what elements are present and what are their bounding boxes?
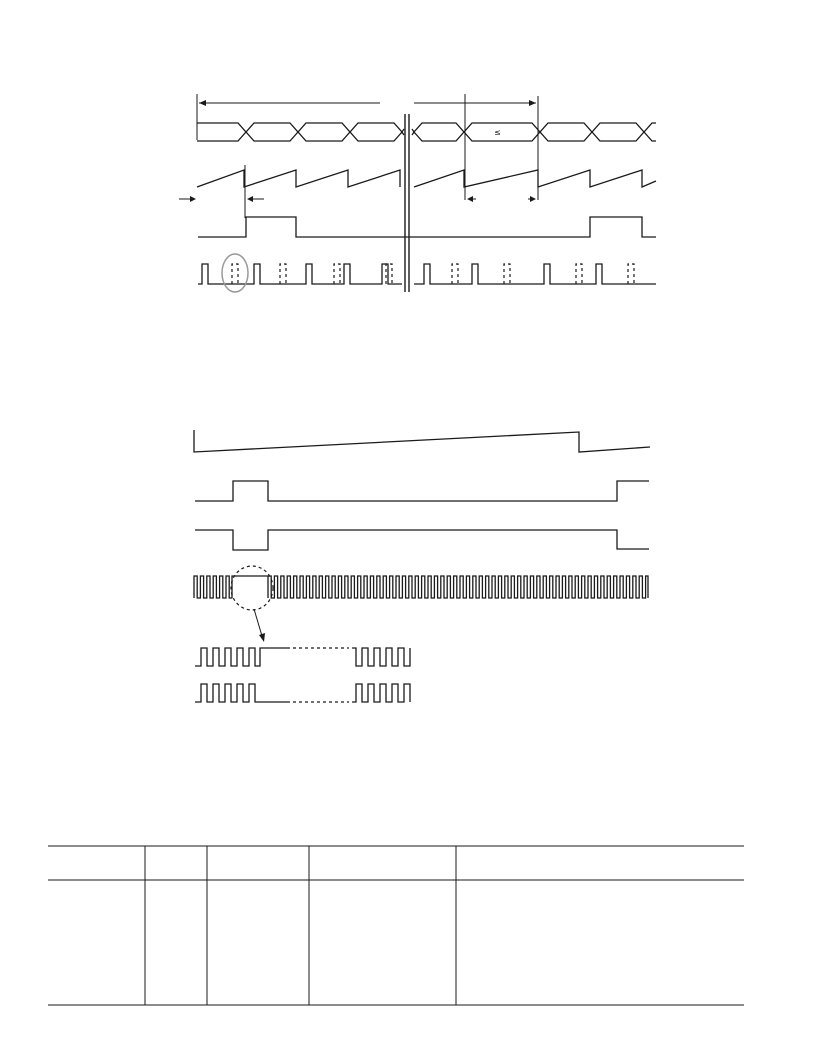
dashed-pulse-4: [385, 263, 393, 284]
highlight-circle: [221, 253, 249, 293]
arrowhead-right: [529, 100, 536, 106]
time-break-marker: [404, 114, 410, 292]
bus-data-row: ≤: [197, 122, 656, 142]
bus-eye-lower: [197, 130, 656, 142]
dashed-pulse-6: [503, 263, 511, 284]
arrow-in-left-head: [190, 196, 196, 202]
bus-eye-upper: [197, 122, 656, 134]
clock-pulse-train: [198, 263, 656, 285]
dashed-pulse-8: [627, 263, 635, 284]
ramp-timing-arrows: [179, 196, 536, 202]
clock-dashed-pulses: [231, 263, 635, 284]
long-ramp: [193, 430, 651, 453]
zoom-arrow-head: [259, 633, 265, 642]
arrow-in-right-head: [247, 196, 253, 202]
period-dimension-lines: [196, 94, 539, 218]
dashed-pulse-7: [575, 263, 583, 284]
zoomed-clock-b: [195, 683, 411, 703]
dashed-pulse-3: [333, 263, 341, 284]
positive-pulse: [195, 480, 649, 502]
dashed-pulse-1: [231, 263, 239, 284]
pin-table: [48, 845, 744, 1006]
arrow-span-right-head: [530, 196, 536, 202]
middle-timing-diagram: [193, 430, 651, 703]
zoom-ellipse: [230, 565, 274, 611]
bus-marker-glyph: ≤: [494, 128, 501, 137]
dashed-pulse-5: [451, 263, 459, 284]
top-timing-diagram: ≤: [179, 94, 657, 293]
strobe-pulse: [198, 216, 656, 238]
dense-clock-train: [193, 575, 649, 599]
dashed-pulse-2: [279, 263, 287, 284]
arrow-span-left-head: [467, 196, 473, 202]
zoom-arrow-line: [253, 608, 263, 637]
zoomed-clock-a: [195, 647, 411, 667]
negative-pulse: [195, 529, 649, 551]
sawtooth-ramp: [196, 169, 657, 188]
arrowhead-left: [199, 100, 206, 106]
